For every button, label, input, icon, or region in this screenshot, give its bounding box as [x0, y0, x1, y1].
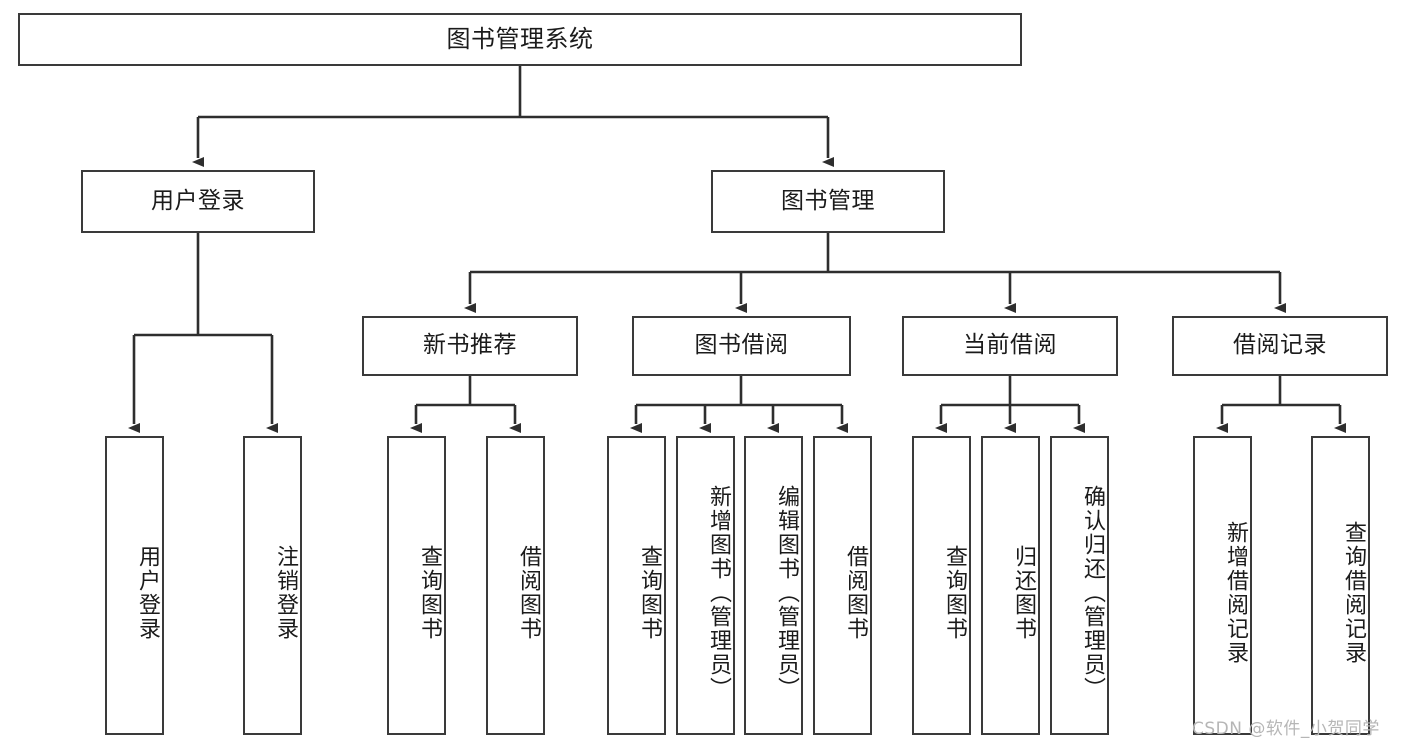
node-label: 查询借阅记录: [1341, 520, 1366, 665]
node-label: 图书管理: [781, 187, 875, 214]
leaf-new-book-borrow-book[interactable]: 借阅图书: [486, 436, 545, 735]
leaf-borrow-record-query-record[interactable]: 查询借阅记录: [1311, 436, 1370, 735]
leaf-new-book-query-book[interactable]: 查询图书: [387, 436, 446, 735]
node-label: 用户登录: [135, 544, 160, 641]
node-label: 新增图书（管理员）: [706, 484, 731, 701]
leaf-user-login-login[interactable]: 用户登录: [105, 436, 164, 735]
node-label: 新增借阅记录: [1223, 520, 1248, 665]
node-label: 编辑图书（管理员）: [774, 484, 799, 701]
node-label: 用户登录: [151, 187, 245, 214]
node-label: 查询图书: [637, 544, 662, 641]
node-label: 借阅图书: [843, 544, 868, 641]
node-label: 图书借阅: [694, 332, 789, 359]
node-label: 借阅记录: [1233, 332, 1327, 359]
node-current-borrow[interactable]: 当前借阅: [902, 316, 1118, 376]
node-borrow-record[interactable]: 借阅记录: [1172, 316, 1388, 376]
node-label: 新书推荐: [423, 332, 517, 359]
leaf-current-borrow-return-book[interactable]: 归还图书: [981, 436, 1040, 735]
node-label: 借阅图书: [516, 544, 541, 641]
node-book-borrow[interactable]: 图书借阅: [632, 316, 851, 376]
leaf-user-login-logout[interactable]: 注销登录: [243, 436, 302, 735]
node-user-login[interactable]: 用户登录: [81, 170, 315, 233]
node-label: 注销登录: [273, 544, 298, 641]
node-label: 查询图书: [417, 544, 442, 641]
leaf-current-borrow-confirm-return-admin[interactable]: 确认归还（管理员）: [1050, 436, 1109, 735]
leaf-book-borrow-query-book[interactable]: 查询图书: [607, 436, 666, 735]
leaf-book-borrow-borrow-book[interactable]: 借阅图书: [813, 436, 872, 735]
csdn-watermark: CSDN @软件_小贺同学: [1192, 719, 1380, 739]
node-label: 查询图书: [942, 544, 967, 641]
node-label: 当前借阅: [963, 332, 1057, 359]
node-label: 归还图书: [1011, 544, 1036, 641]
leaf-book-borrow-add-book-admin[interactable]: 新增图书（管理员）: [676, 436, 735, 735]
node-label: 确认归还（管理员）: [1080, 484, 1105, 701]
leaf-book-borrow-edit-book-admin[interactable]: 编辑图书（管理员）: [744, 436, 803, 735]
leaf-borrow-record-add-record[interactable]: 新增借阅记录: [1193, 436, 1252, 735]
node-new-book-recommend[interactable]: 新书推荐: [362, 316, 578, 376]
node-label: 图书管理系统: [446, 25, 594, 54]
leaf-current-borrow-query-book[interactable]: 查询图书: [912, 436, 971, 735]
node-root-book-management-system[interactable]: 图书管理系统: [18, 13, 1022, 66]
node-book-management[interactable]: 图书管理: [711, 170, 945, 233]
